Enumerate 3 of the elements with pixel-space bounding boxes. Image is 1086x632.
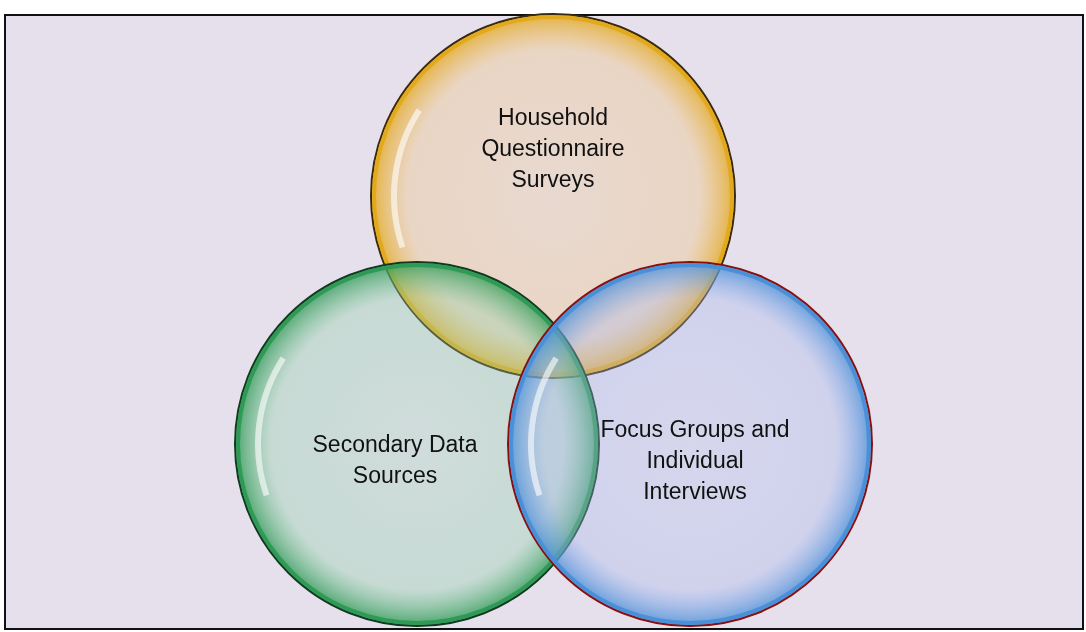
circle-label: Secondary Data Sources (311, 430, 479, 490)
circle-label: Household Questionnaire Surveys (480, 102, 626, 194)
circle-label: Focus Groups and Individual Interviews (599, 414, 791, 506)
